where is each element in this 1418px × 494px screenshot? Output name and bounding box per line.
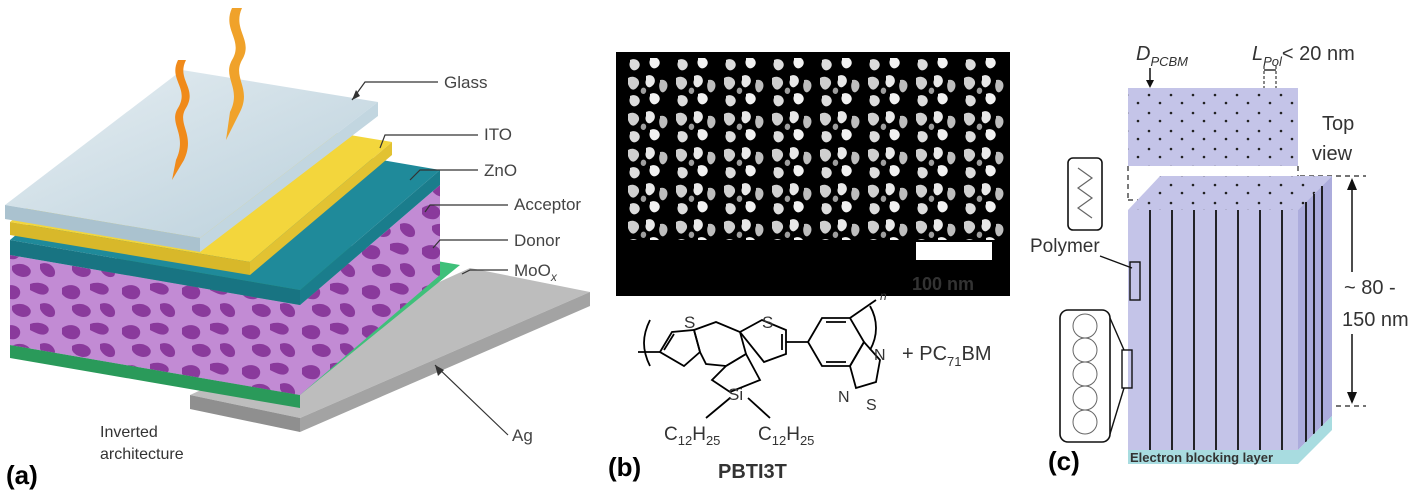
scale-bar (916, 242, 992, 260)
caption-line-1: Inverted (100, 424, 158, 441)
panel-a-solar-cell: Glass ITO ZnO Acceptor Donor MoOx Ag Inv… (5, 8, 590, 490)
side-chain-1: C12H25 (664, 424, 720, 448)
nitrogen-atom-2: N (838, 389, 850, 406)
top-view-line-1: Top (1322, 113, 1354, 135)
block-side (1298, 176, 1332, 450)
moox-label: MoOx (514, 261, 558, 284)
nitrogen-atom-1: N (874, 347, 886, 364)
repeat-n: n (880, 289, 887, 303)
side-chain-2: C12H25 (758, 424, 814, 448)
blocking-layer-label: Electron blocking layer (1130, 450, 1273, 465)
block-front (1128, 210, 1298, 450)
active-layer-front (10, 255, 300, 395)
panel-c-letter: (c) (1048, 446, 1080, 476)
zno-label: ZnO (484, 161, 517, 180)
pbti3t-structure (638, 299, 881, 419)
polymer-name: PBTI3T (718, 461, 787, 483)
panel-b-tem-structure: 100 nm (608, 52, 1010, 483)
ag-label: Ag (512, 426, 533, 445)
silicon-atom: Si (728, 385, 743, 404)
sulfur-atom-1: S (684, 313, 695, 332)
acceptor-label: Acceptor (514, 195, 581, 214)
light-ray-icon (226, 8, 246, 140)
glass-label: Glass (444, 73, 487, 92)
caption-line-2: architecture (100, 446, 184, 463)
panel-a-letter: (a) (6, 460, 38, 490)
pcbm-inset-icon (1059, 309, 1111, 443)
l-pol-label: LPol< 20 nm (1252, 43, 1355, 69)
glass-layer (5, 70, 378, 238)
scale-bar-label: 100 nm (912, 274, 974, 294)
top-view-line-2: view (1312, 143, 1353, 165)
ito-label: ITO (484, 125, 512, 144)
sulfur-atom-2: S (762, 313, 773, 332)
ag-layer-side (190, 395, 300, 432)
panel-c-morphology: Electron blocking layer Polymer DPCBM LP… (1030, 43, 1410, 476)
light-ray-icon (172, 60, 190, 180)
d-pcbm-label: DPCBM (1136, 43, 1188, 69)
thickness-line-1: ~ 80 - (1344, 277, 1396, 299)
pcbm-label: + PC71BM (902, 343, 992, 369)
thickness-line-2: 150 nm (1342, 309, 1409, 331)
sulfur-atom-3: S (866, 397, 877, 414)
donor-label: Donor (514, 231, 561, 250)
active-layer-side (300, 185, 440, 395)
panel-b-letter: (b) (608, 452, 641, 482)
polymer-label: Polymer (1030, 236, 1100, 257)
polymer-inset-icon (1067, 157, 1103, 231)
